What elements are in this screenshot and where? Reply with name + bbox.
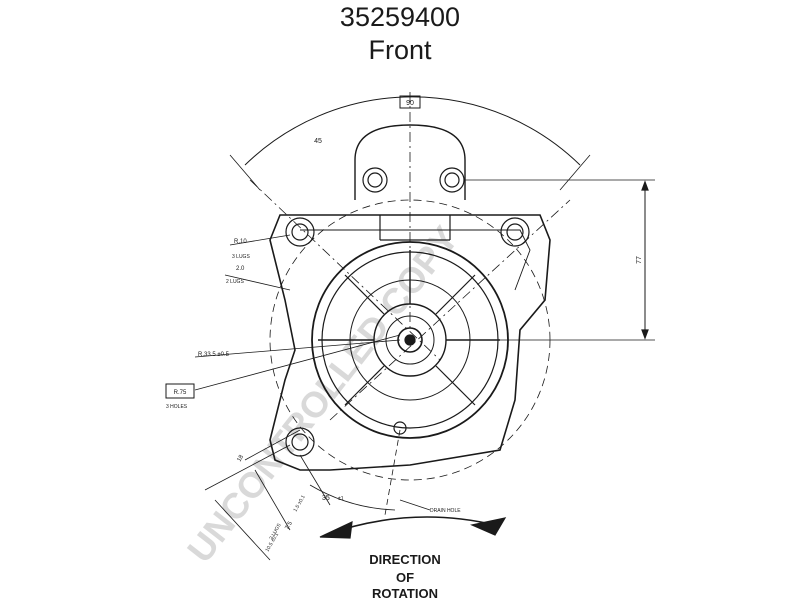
part-number-title: 35259400 [339,2,461,32]
left-lug-hole [285,217,315,247]
lower-3-label: 7.5 [285,520,295,531]
bottom-angle-tol-label: ±1 [338,496,344,502]
top-ear [354,124,466,200]
bore-label: R.33.5 ±0.5 [198,352,230,358]
boxed-radius-tol-label: 3 HOLES [166,404,188,410]
bottom-angle-label: 35 [322,495,330,502]
drain-hole-label: DRAIN HOLE [430,508,461,514]
rotation-label-line3: ROTATION [372,586,438,601]
lower-5-label: 10.5 ±0.1 [265,532,281,553]
radius-1-label: R.10 [234,239,247,245]
rotation-label-line2: OF [395,570,415,585]
radius-2-label: 2.0 [236,266,245,272]
top-right-bolt-hole [439,167,465,193]
top-angle-label: 90 [406,100,414,107]
boxed-radius-frame [165,383,195,399]
rotation-label-line1: DIRECTION [369,552,441,567]
boxed-radius-label: R.75 [174,390,187,396]
flange-outline [269,214,551,471]
radius-1-tol-label: 3 LUGS [232,254,250,260]
top-angle-arc [244,96,581,166]
height-label: 77 [636,256,643,264]
drain-hole [393,421,407,435]
view-label: Front [368,35,432,65]
top-left-bolt-hole [362,167,388,193]
lower-2-label: 1.5 ±0.1 [293,494,307,513]
lower-1-label: 18 [237,454,246,463]
right-lug-hole [500,217,530,247]
top-angle-box [399,95,421,109]
left-angle-label: 45 [314,138,322,145]
radius-2-tol-label: 2 LUGS [226,279,244,285]
